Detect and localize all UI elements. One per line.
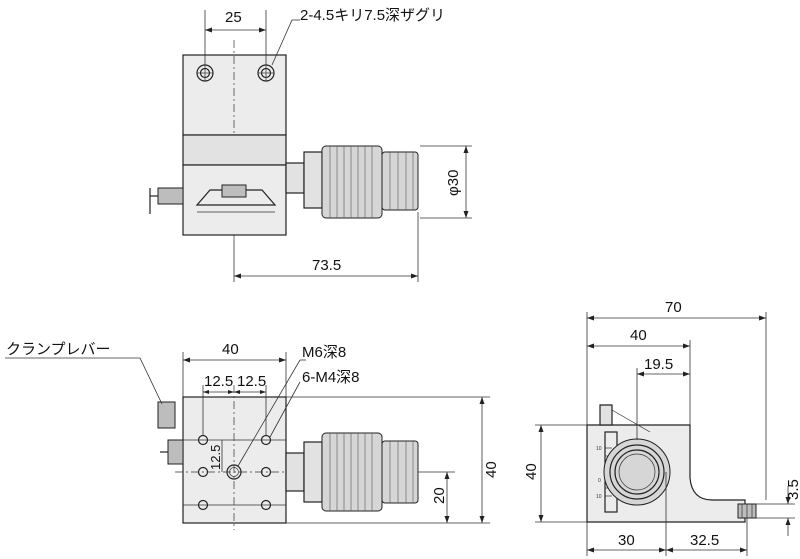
- scale-tick-label-bottom: 10: [596, 494, 602, 500]
- dim-side-40: 40: [630, 327, 647, 344]
- dim-side-32-5: 32.5: [690, 532, 719, 549]
- dim-pitch-vertical: 12.5: [208, 445, 223, 470]
- top-spindle: [285, 162, 305, 194]
- guide-carriage: [221, 184, 247, 198]
- dim-front-height: 40: [483, 461, 500, 478]
- side-view: 10 0 10 70 40 19.5: [523, 299, 800, 556]
- dim-side-30: 30: [618, 532, 635, 549]
- dim-side-19-5: 19.5: [644, 356, 673, 373]
- front-view: 40 12.5 12.5 12.5 M6深8 6-M4深8 クランプレバー 40: [5, 341, 500, 530]
- dim-top-width: 25: [225, 9, 242, 26]
- dim-pitch-left: 12.5: [204, 373, 233, 390]
- side-bracket: [599, 404, 613, 426]
- front-spindle-collar: [303, 441, 323, 503]
- top-clamp-lever: [157, 187, 184, 205]
- dim-pitch-right: 12.5: [237, 373, 266, 390]
- front-clamp-lever: [157, 401, 176, 429]
- dovetail-guide: [195, 189, 277, 206]
- top-stage-body: [182, 164, 287, 236]
- tapped-hole-m6: [226, 464, 242, 480]
- counterbore-hole-left: [196, 64, 214, 82]
- callout-m6: M6深8: [302, 344, 346, 361]
- top-middle-block: [182, 134, 287, 166]
- dim-front-offset: 20: [431, 487, 448, 504]
- front-clamp-base: [167, 439, 184, 465]
- front-stage-body: [182, 396, 287, 524]
- callout-clamp-lever: クランプレバー: [6, 341, 111, 358]
- dim-side-total: 70: [665, 299, 682, 316]
- top-spindle-collar: [303, 151, 323, 209]
- scale-tick-label-top: 10: [596, 446, 602, 452]
- front-spindle: [285, 452, 305, 492]
- counterbore-hole-right: [257, 64, 275, 82]
- top-mount-plate: [182, 54, 287, 136]
- top-micrometer-knob: [321, 145, 419, 219]
- top-view: 25 2-4.5キリ7.5深ザグリ φ30 73.5: [149, 7, 472, 282]
- callout-counterbore-holes: 2-4.5キリ7.5深ザグリ: [300, 7, 445, 24]
- dim-front-width: 40: [222, 341, 239, 358]
- dim-top-reach: 73.5: [312, 257, 341, 274]
- callout-m4: 6-M4深8: [302, 369, 360, 386]
- dim-side-3-5: 3.5: [785, 479, 800, 500]
- side-knob-end: [603, 438, 671, 506]
- scale-tick-label-mid: 0: [598, 478, 601, 484]
- dim-knob-diameter: φ30: [445, 170, 462, 196]
- front-micrometer-knob: [321, 432, 419, 512]
- dim-side-height: 40: [523, 463, 540, 480]
